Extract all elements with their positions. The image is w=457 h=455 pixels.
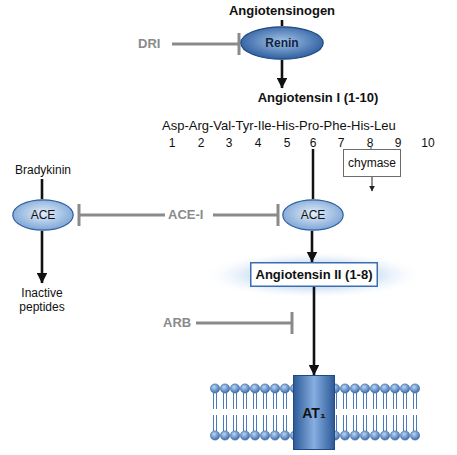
node-text: AT₁ — [302, 405, 325, 421]
residue-number: 8 — [358, 136, 382, 150]
node-text: Inactive peptides — [10, 286, 74, 314]
node-text: Angiotensin II (1-8) — [256, 267, 373, 282]
flow-arrow — [311, 231, 314, 262]
inhibition-line — [196, 322, 291, 325]
box-shape — [251, 263, 378, 287]
drug-label: DRI — [138, 36, 160, 51]
text-holder: Bradykinin — [4, 161, 82, 179]
box-shape — [344, 150, 401, 177]
receptor-block: AT₁ — [293, 375, 335, 450]
flow-arrow — [41, 179, 44, 199]
node-text: Angiotensinogen — [229, 3, 335, 18]
cleavage-line — [312, 149, 315, 199]
flow-arrow — [281, 20, 284, 26]
node-text: Renin — [265, 36, 298, 50]
residue-number: 10 — [416, 136, 440, 150]
sequence-text: Asp-Arg-Val-Tyr-Ile-His-Pro-Phe-His-Leu — [162, 118, 396, 133]
receptor-shape — [294, 376, 335, 450]
residue-number: 6 — [301, 136, 325, 150]
text-holder: Renin — [240, 26, 324, 60]
residue-number: 7 — [329, 136, 353, 150]
text-holder: AT₁ — [293, 375, 335, 450]
residue-number: 2 — [189, 136, 213, 150]
node-text: ACE — [301, 208, 326, 222]
inhibition-bar — [277, 204, 280, 226]
residue-number: 3 — [217, 136, 241, 150]
inhibition-bar — [291, 312, 294, 334]
inhibition-line — [172, 43, 238, 46]
product-text: Inactive peptides — [10, 283, 74, 317]
ellipse-shape — [13, 200, 73, 230]
inhibition-bar — [78, 204, 81, 226]
ellipse-shape — [241, 27, 323, 59]
text-holder: Angiotensin II (1-8) — [250, 262, 378, 287]
node-text: Angiotensin I (1-10) — [258, 90, 379, 105]
flow-arrow — [281, 60, 284, 88]
enzyme-ellipse: ACE — [12, 199, 74, 231]
inhibition-bar — [238, 33, 241, 55]
peptide-text: Angiotensin I (1-10) — [245, 88, 391, 106]
glow-halo — [202, 251, 426, 299]
text-holder: ACE — [12, 199, 74, 231]
flow-arrow — [313, 287, 316, 375]
inhibition-line — [80, 214, 165, 217]
text-holder: chymase — [343, 149, 401, 177]
chymase-arrow — [372, 177, 373, 191]
text-holder: Angiotensin I (1-10) — [245, 88, 391, 106]
inhibition-line — [213, 214, 277, 217]
text-holder: Angiotensinogen — [222, 1, 342, 20]
residue-number: 1 — [160, 136, 184, 150]
drug-label: ACE-I — [168, 207, 203, 222]
residue-number: 9 — [386, 136, 410, 150]
residue-number: 5 — [275, 136, 299, 150]
flow-arrow — [41, 231, 44, 283]
ellipse-shape — [283, 200, 343, 230]
substrate-text: Angiotensinogen — [222, 1, 342, 20]
enzyme-box: chymase — [343, 149, 401, 177]
text-holder: Inactive peptides — [10, 283, 74, 317]
drug-label: ARB — [163, 315, 191, 330]
node-text: chymase — [348, 156, 396, 170]
residue-number: 4 — [246, 136, 270, 150]
text-holder: ACE — [282, 199, 344, 231]
node-text: ACE — [31, 208, 56, 222]
enzyme-ellipse: Renin — [240, 26, 324, 60]
hormone-box: Angiotensin II (1-8) — [250, 262, 378, 287]
enzyme-ellipse: ACE — [282, 199, 344, 231]
node-text: Bradykinin — [15, 163, 71, 177]
substrate-text: Bradykinin — [4, 161, 82, 179]
